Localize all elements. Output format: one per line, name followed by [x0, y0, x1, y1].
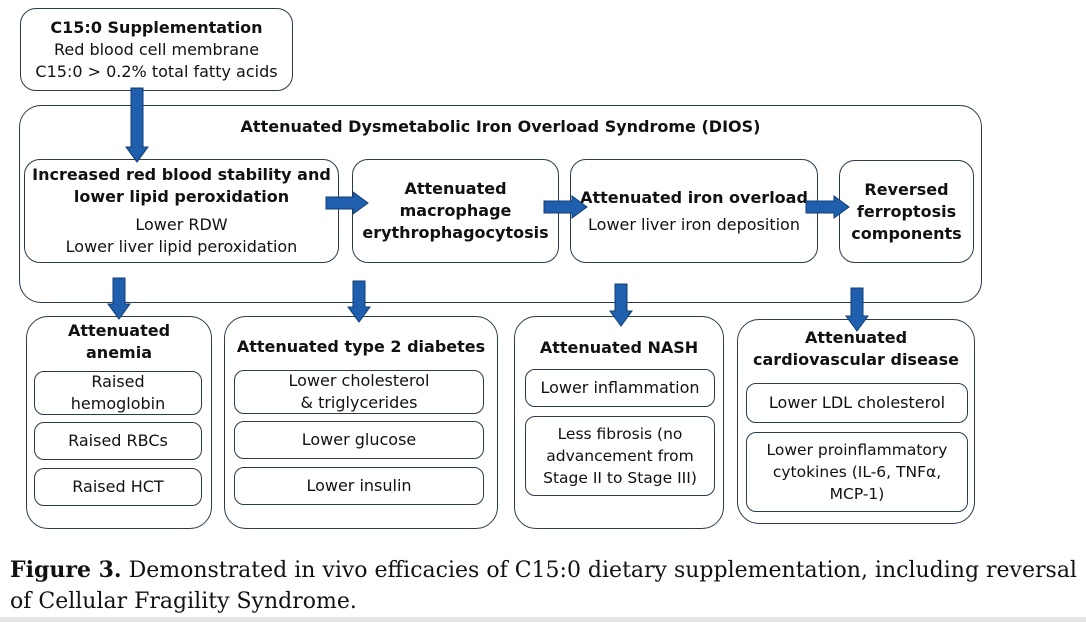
anemia-title: Attenuated anemia [67, 321, 171, 362]
iron-overload-lines: Lower liver iron deposition [588, 214, 800, 234]
outcome-item: Less fibrosis (no advancement from Stage… [525, 416, 715, 496]
outcome-item: Raised RBCs [34, 422, 202, 460]
c15-supplementation-box: C15:0 Supplementation Red blood cell mem… [20, 8, 293, 91]
outcome-item: Lower inflammation [525, 369, 715, 407]
outcome-item-text: Less fibrosis (no advancement from Stage… [543, 425, 697, 487]
arrow-to-diabetes [347, 280, 371, 323]
cardiovascular-title: Attenuated cardiovascular disease [753, 328, 959, 369]
arrow-to-anemia [107, 277, 131, 320]
outcome-item: Lower LDL cholesterol [746, 383, 968, 423]
outcome-item-text: Lower glucose [301, 430, 417, 449]
erythrophagocytosis-box: Attenuated macrophage erythrophagocytosi… [352, 159, 559, 263]
outcome-item: Lower cholesterol & triglycerides [234, 370, 484, 414]
outcome-item-text: Lower LDL cholesterol [768, 393, 946, 412]
arrow-iron-to-ferroptosis [805, 195, 850, 219]
dios-title: Attenuated Dysmetabolic Iron Overload Sy… [240, 117, 761, 136]
ferroptosis-box: Reversed ferroptosis components [839, 160, 974, 263]
outcome-item: Raised hemoglobin [34, 371, 202, 415]
outcome-item-text: Raised RBCs [68, 431, 168, 450]
outcome-item-text: Raised hemoglobin [70, 372, 166, 413]
arrow-supplementation-to-stability [125, 87, 149, 163]
diabetes-title: Attenuated type 2 diabetes [236, 337, 486, 356]
outcome-item: Lower proinflammatory cytokines (IL-6, T… [746, 432, 968, 512]
rbc-stability-lines: Lower RDW Lower liver lipid peroxidation [65, 215, 298, 256]
arrow-to-nash [609, 283, 633, 327]
arrow-stability-to-erythrophagocytosis [325, 191, 369, 215]
iron-overload-box: Attenuated iron overload Lower liver iro… [570, 159, 818, 263]
outcome-item-text: Lower cholesterol & triglycerides [288, 371, 430, 412]
outcome-item: Lower insulin [234, 467, 484, 505]
outcome-item-text: Lower inflammation [540, 378, 700, 397]
figure-label: Figure 3. [10, 557, 122, 583]
c15-supplementation-line1: Red blood cell membrane [53, 39, 260, 59]
arrow-erythrophagocytosis-to-iron [543, 195, 588, 219]
outcome-item-text: Raised HCT [72, 477, 164, 496]
outcome-item: Raised HCT [34, 468, 202, 506]
figure-caption: Figure 3. Demonstrated in vivo efficacie… [10, 555, 1080, 617]
c15-supplementation-title: C15:0 Supplementation [50, 17, 263, 37]
c15-supplementation-line2: C15:0 > 0.2% total fatty acids [35, 61, 278, 81]
outcome-item-text: Lower proinflammatory cytokines (IL-6, T… [766, 441, 948, 503]
page-bottom-strip [0, 617, 1086, 622]
outcome-item-text: Lower insulin [306, 476, 412, 495]
arrow-to-cardiovascular [845, 287, 869, 332]
erythrophagocytosis-title: Attenuated macrophage erythrophagocytosi… [362, 179, 549, 242]
rbc-stability-title: Increased red blood stability and lower … [32, 165, 331, 206]
outcome-item: Lower glucose [234, 421, 484, 459]
figure-caption-text: Demonstrated in vivo efficacies of C15:0… [10, 558, 1077, 614]
iron-overload-title: Attenuated iron overload [580, 187, 808, 207]
nash-title: Attenuated NASH [539, 338, 699, 357]
rbc-stability-box: Increased red blood stability and lower … [24, 159, 339, 263]
ferroptosis-title: Reversed ferroptosis components [851, 179, 962, 243]
